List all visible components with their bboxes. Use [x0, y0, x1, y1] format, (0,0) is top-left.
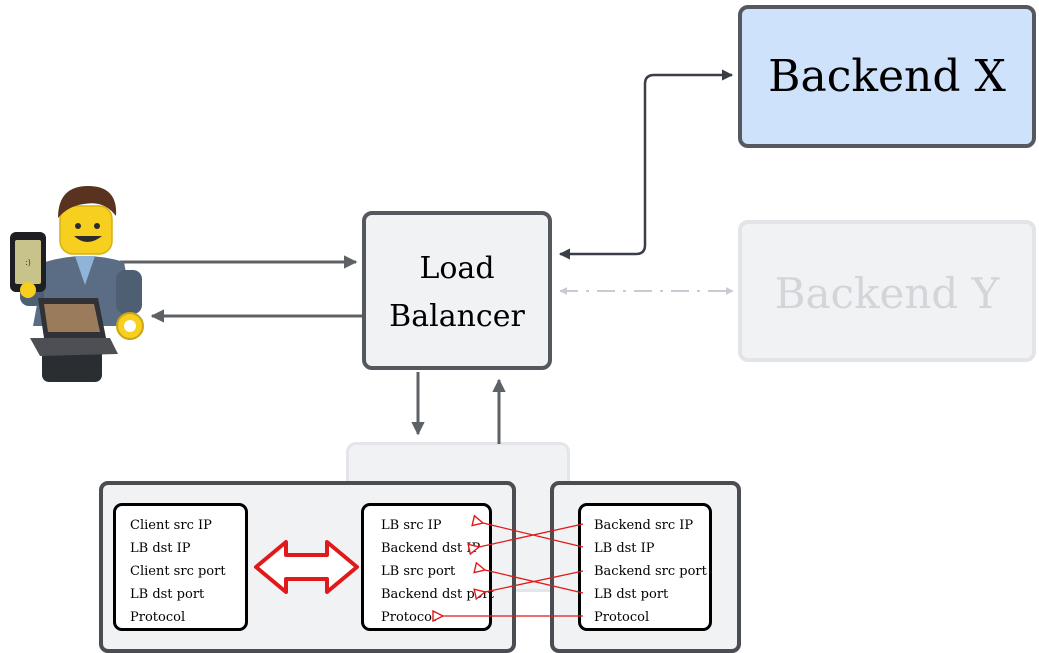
- backend-x-node[interactable]: Backend X: [738, 5, 1036, 148]
- backend-y-node[interactable]: Backend Y: [738, 220, 1036, 362]
- tuple-field: LB src IP: [381, 518, 442, 533]
- tuple-field: Client src port: [130, 564, 226, 579]
- backend-y-label: Backend Y: [774, 269, 1000, 318]
- tuple-field: LB dst IP: [130, 541, 191, 556]
- lego-user-icon: :): [10, 186, 144, 382]
- svg-text::): :): [25, 258, 31, 267]
- backend-x-label: Backend X: [768, 51, 1006, 102]
- load-balancer-label-line1: Load: [419, 251, 495, 286]
- tuple-field: Protocol: [594, 610, 650, 625]
- load-balancer-label-line2: Balancer: [389, 299, 525, 334]
- nat-translation-icon: [254, 540, 359, 594]
- tuple-field: Backend dst IP: [381, 541, 481, 556]
- tuple-field: LB src port: [381, 564, 456, 579]
- tuple-field: LB dst port: [130, 587, 205, 602]
- tuple-field: LB dst port: [594, 587, 669, 602]
- backend-tuple-box: Backend src IP LB dst IP Backend src por…: [578, 503, 712, 631]
- tuple-field: Protocol: [130, 610, 186, 625]
- tuple-field: Client src IP: [130, 518, 212, 533]
- client-tuple-box: Client src IP LB dst IP Client src port …: [113, 503, 248, 631]
- load-balancer-node[interactable]: Load Balancer: [362, 211, 552, 370]
- lb-tuple-box: LB src IP Backend dst IP LB src port Bac…: [361, 503, 494, 631]
- lb-backend-x-connector: [558, 69, 734, 260]
- tuple-field: Protocol: [381, 610, 437, 625]
- tuple-field: Backend src port: [594, 564, 707, 579]
- tuple-field: Backend src IP: [594, 518, 694, 533]
- map-arrow: [479, 523, 584, 547]
- tuple-field: Backend dst port: [381, 587, 494, 602]
- tuple-mapping-arrows: [443, 523, 584, 616]
- map-arrow: [485, 570, 584, 592]
- tuple-field: LB dst IP: [594, 541, 655, 556]
